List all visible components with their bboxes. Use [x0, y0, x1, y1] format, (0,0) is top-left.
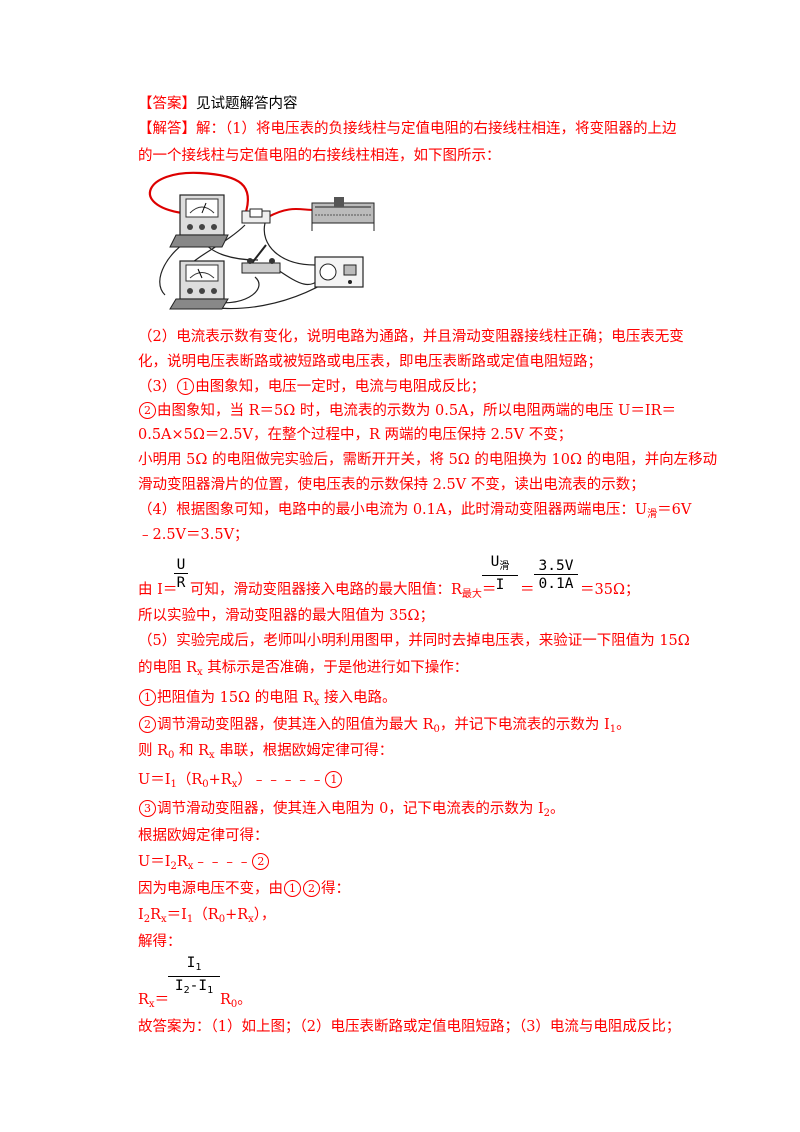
circuit-diagram [149, 171, 375, 310]
circled-number: 2 [139, 716, 156, 733]
answer-text: 见试题解答内容 [196, 96, 298, 112]
equation-2: U＝I2Rx﹣﹣﹣﹣2 [138, 852, 270, 877]
final-result-tail: R0。 [220, 992, 252, 1010]
circled-number: 1 [139, 689, 156, 706]
line-part3-e: 滑动变阻器滑片的位置，使电压表的示数保持 2.5V 不变，读出电流表的示数； [138, 477, 645, 493]
fraction-u-slide-over-i: U滑 I [482, 554, 518, 594]
circled-number: 3 [139, 800, 156, 817]
formula-result: ＝35Ω； [580, 582, 640, 598]
equation-3: I2Rx＝I1（R0+Rx）， [138, 907, 276, 925]
resistor-icon [241, 208, 271, 224]
analysis-line-2: 的一个接线柱与定值电阻的右接线柱相连，如下图所示： [138, 148, 501, 164]
line-part5-b: 的电阻 Rx 其标示是否准确，于是他进行如下操作： [138, 660, 469, 678]
final-result: Rx＝ [138, 992, 170, 1010]
line-part4-c: 所以实验中，滑动变阻器的最大阻值为 35Ω； [138, 608, 435, 624]
formula-line: 由 I＝ [138, 582, 178, 598]
fraction-u-over-r: U R [174, 557, 188, 592]
summary-line: 故答案为：（1）如上图；（2）电压表断路或定值电阻短路；（3）电流与电阻成反比； [138, 1019, 681, 1035]
fraction-i1-over-i2-minus-i1: I1 I2-I1 [168, 955, 220, 1000]
line-part2-a: （2）电流表示数有变化，说明电路为通路，并且滑动变阻器接线柱正确；电压表无变 [138, 329, 684, 345]
analysis-line-1: 【解答】解：（1）将电压表的负接线柱与定值电阻的右接线柱相连，将变阻器的上边 [138, 121, 677, 137]
circled-number: 1 [325, 771, 343, 788]
line-part4-a: （4）根据图象可知，电路中的最小电流为 0.1A，此时滑动变阻器两端电压：U滑＝… [138, 502, 692, 520]
power-supply-icon [314, 256, 364, 288]
line-part4-b: ﹣2.5V＝3.5V； [138, 527, 249, 543]
answer-tag: 【答案】 [138, 96, 196, 112]
line-part2-b: 化，说明电压表断路或被短路或电压表，即电压表断路或定值电阻短路； [138, 354, 602, 370]
line-part3-c: 0.5A×5Ω＝2.5V，在整个过程中，R 两端的电压保持 2.5V 不变； [138, 427, 573, 443]
circled-number: 1 [284, 880, 301, 897]
formula-line-b: 可知，滑动变阻器接入电路的最大阻值：R最大＝ [190, 582, 497, 600]
voltmeter-icon [169, 194, 229, 248]
line-part5-a: （5）实验完成后，老师叫小明利用图甲，并同时去掉电压表，来验证一下阻值为 15Ω [138, 633, 690, 649]
line-part3-d: 小明用 5Ω 的电阻做完实验后，需断开开关，将 5Ω 的电阻换为 10Ω 的电阻… [138, 452, 718, 468]
switch-icon [241, 244, 281, 274]
formula-eq-2: ＝ [520, 582, 535, 598]
analysis-tag: 【解答】 [138, 121, 196, 137]
equation-1: U＝I1（R0+Rx）﹣﹣﹣﹣﹣1 [138, 770, 343, 795]
fraction-3-5v-over-0-1a: 3.5V 0.1A [534, 558, 578, 593]
answer-line: 【答案】见试题解答内容 [138, 94, 298, 114]
circled-number: 2 [252, 853, 270, 870]
ammeter-icon [169, 260, 229, 310]
circled-number: 1 [177, 378, 195, 395]
circled-number: 2 [139, 402, 156, 419]
line-series: 则 R0 和 Rx 串联，根据欧姆定律可得： [138, 743, 394, 761]
line-solve: 解得： [138, 934, 182, 950]
circled-number: 2 [303, 880, 320, 897]
line-ohm-2: 根据欧姆定律可得： [138, 828, 269, 844]
rheostat-icon [311, 197, 375, 231]
